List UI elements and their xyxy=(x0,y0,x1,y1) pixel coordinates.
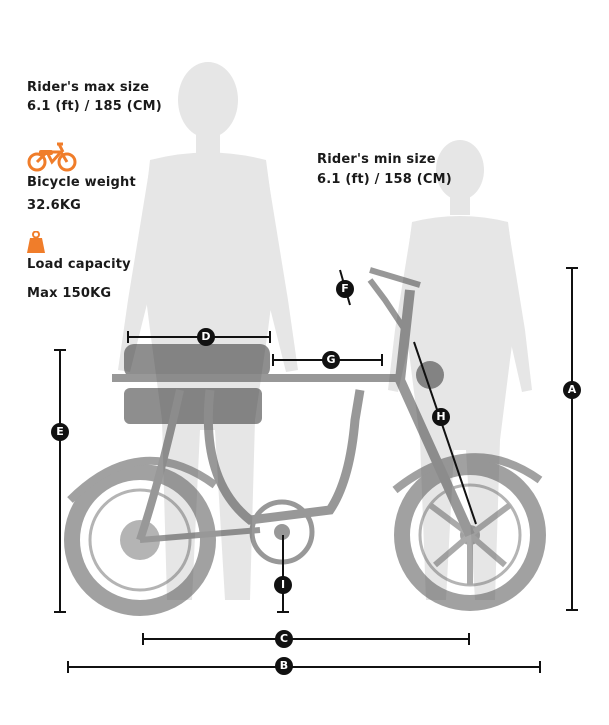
weight-icon xyxy=(27,230,45,257)
dimension-badge-b: B xyxy=(275,657,293,675)
dimension-badge-h: H xyxy=(432,408,450,426)
dimension-badge-d: D xyxy=(197,328,215,346)
dimension-badge-c: C xyxy=(275,630,293,648)
dimension-badge-f: F xyxy=(336,280,354,298)
rider-min-title: Rider's min size xyxy=(317,152,436,167)
bicycle-weight-label: Bicycle weight xyxy=(27,175,136,190)
bicycle-icon xyxy=(27,138,77,176)
dimension-badge-i: I xyxy=(274,576,292,594)
dimension-badge-a: A xyxy=(563,381,581,399)
rider-max-title: Rider's max size xyxy=(27,80,150,95)
rider-min-value: 6.1 (ft) / 158 (CM) xyxy=(317,172,452,187)
dimension-badge-g: G xyxy=(322,351,340,369)
e-bike xyxy=(64,267,546,616)
dimension-badge-e: E xyxy=(51,423,69,441)
load-capacity-label: Load capacity xyxy=(27,257,131,272)
bicycle-weight-value: 32.6KG xyxy=(27,198,82,213)
rider-max-value: 6.1 (ft) / 185 (CM) xyxy=(27,99,162,114)
load-capacity-value: Max 150KG xyxy=(27,286,112,301)
